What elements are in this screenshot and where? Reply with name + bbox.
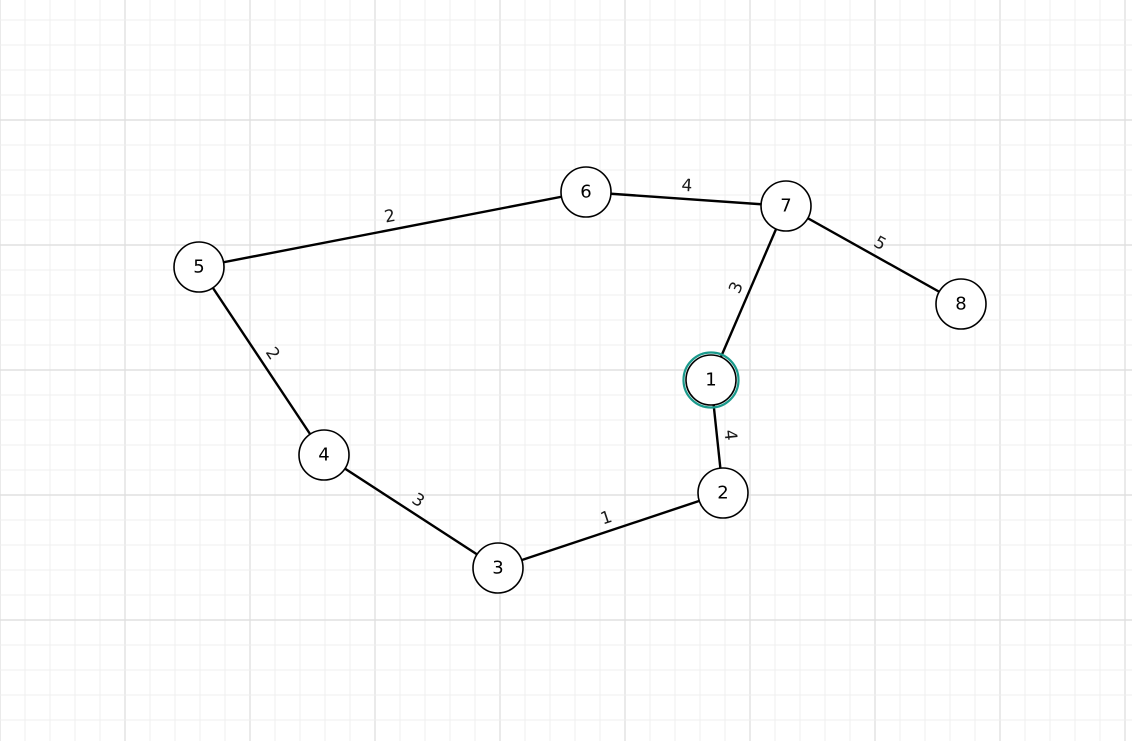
edge-weight-label: 4 <box>681 176 693 197</box>
edge-line[interactable] <box>497 491 724 570</box>
edge-weight-label: 2 <box>261 344 284 364</box>
node-4[interactable]: 4 <box>298 429 350 481</box>
node-5[interactable]: 5 <box>173 241 225 293</box>
edge-line[interactable] <box>198 190 587 269</box>
node-circle[interactable] <box>560 166 612 218</box>
edge-line[interactable] <box>198 266 325 456</box>
node-7[interactable]: 7 <box>760 180 812 232</box>
edge-line[interactable] <box>585 190 787 208</box>
node-circle[interactable] <box>173 241 225 293</box>
node-circle[interactable] <box>935 278 987 330</box>
node-circle[interactable] <box>298 429 350 481</box>
node-circle[interactable] <box>472 542 524 594</box>
node-selection-ring <box>682 351 740 409</box>
edge-line[interactable] <box>323 453 499 570</box>
node-circle[interactable] <box>685 354 737 406</box>
node-layer: 1 2 3 4 5 6 7 8 <box>173 166 987 594</box>
node-2[interactable]: 2 <box>697 467 749 519</box>
edge-weight-label: 4 <box>719 429 740 442</box>
node-1[interactable]: 1 <box>682 351 740 409</box>
node-8[interactable]: 8 <box>935 278 987 330</box>
edge-weight-label: 3 <box>725 279 748 297</box>
edge-line[interactable] <box>785 204 962 306</box>
node-circle[interactable] <box>760 180 812 232</box>
edge-5-6[interactable]: 2 <box>198 190 587 269</box>
node-6[interactable]: 6 <box>560 166 612 218</box>
edge-7-8[interactable]: 5 <box>785 204 962 306</box>
edge-weight-label: 5 <box>870 232 889 255</box>
node-circle[interactable] <box>697 467 749 519</box>
edge-2-3[interactable]: 1 <box>497 491 724 570</box>
node-3[interactable]: 3 <box>472 542 524 594</box>
edge-line[interactable] <box>709 205 788 381</box>
edge-weight-label: 1 <box>598 507 615 529</box>
edge-weight-label: 2 <box>383 206 397 228</box>
edge-6-7[interactable]: 4 <box>585 176 787 208</box>
